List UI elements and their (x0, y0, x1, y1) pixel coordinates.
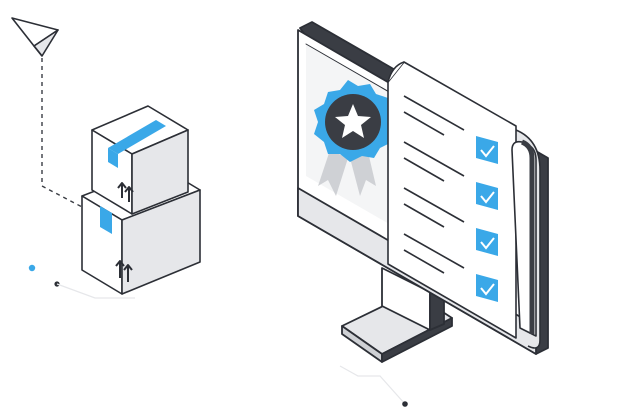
checklist-line (403, 157, 445, 182)
this-side-up-arrows-icon (115, 260, 133, 282)
checklist-rows (403, 95, 498, 302)
checkbox-checked (476, 136, 498, 164)
checklist-line (403, 187, 465, 223)
accent-dot (28, 264, 36, 272)
ground-line-right (339, 365, 406, 405)
checklist-line (403, 141, 465, 177)
checklist-line (403, 95, 465, 131)
checklist-line (403, 111, 445, 136)
checkbox-checked (476, 274, 498, 302)
paper-plane-icon (11, 17, 59, 57)
star-rosette-icon (314, 80, 396, 196)
checkmark-icon (480, 283, 495, 296)
flight-path-dashed (41, 58, 85, 209)
cardboard-box-bottom (81, 165, 201, 295)
checkmark-icon (480, 237, 495, 250)
checkbox-checked (476, 228, 498, 256)
this-side-up-arrows-icon (117, 182, 134, 202)
cardboard-box-top (91, 105, 189, 215)
checkmark-icon (480, 191, 495, 204)
checkmark-icon (480, 145, 495, 158)
checklist-line (403, 233, 465, 269)
checklist-document (387, 61, 541, 349)
ground-line-left (56, 283, 135, 299)
checkbox-checked (476, 182, 498, 210)
dark-dot-bottom (402, 401, 408, 407)
checklist-line (403, 249, 445, 274)
checklist-line (403, 203, 445, 228)
